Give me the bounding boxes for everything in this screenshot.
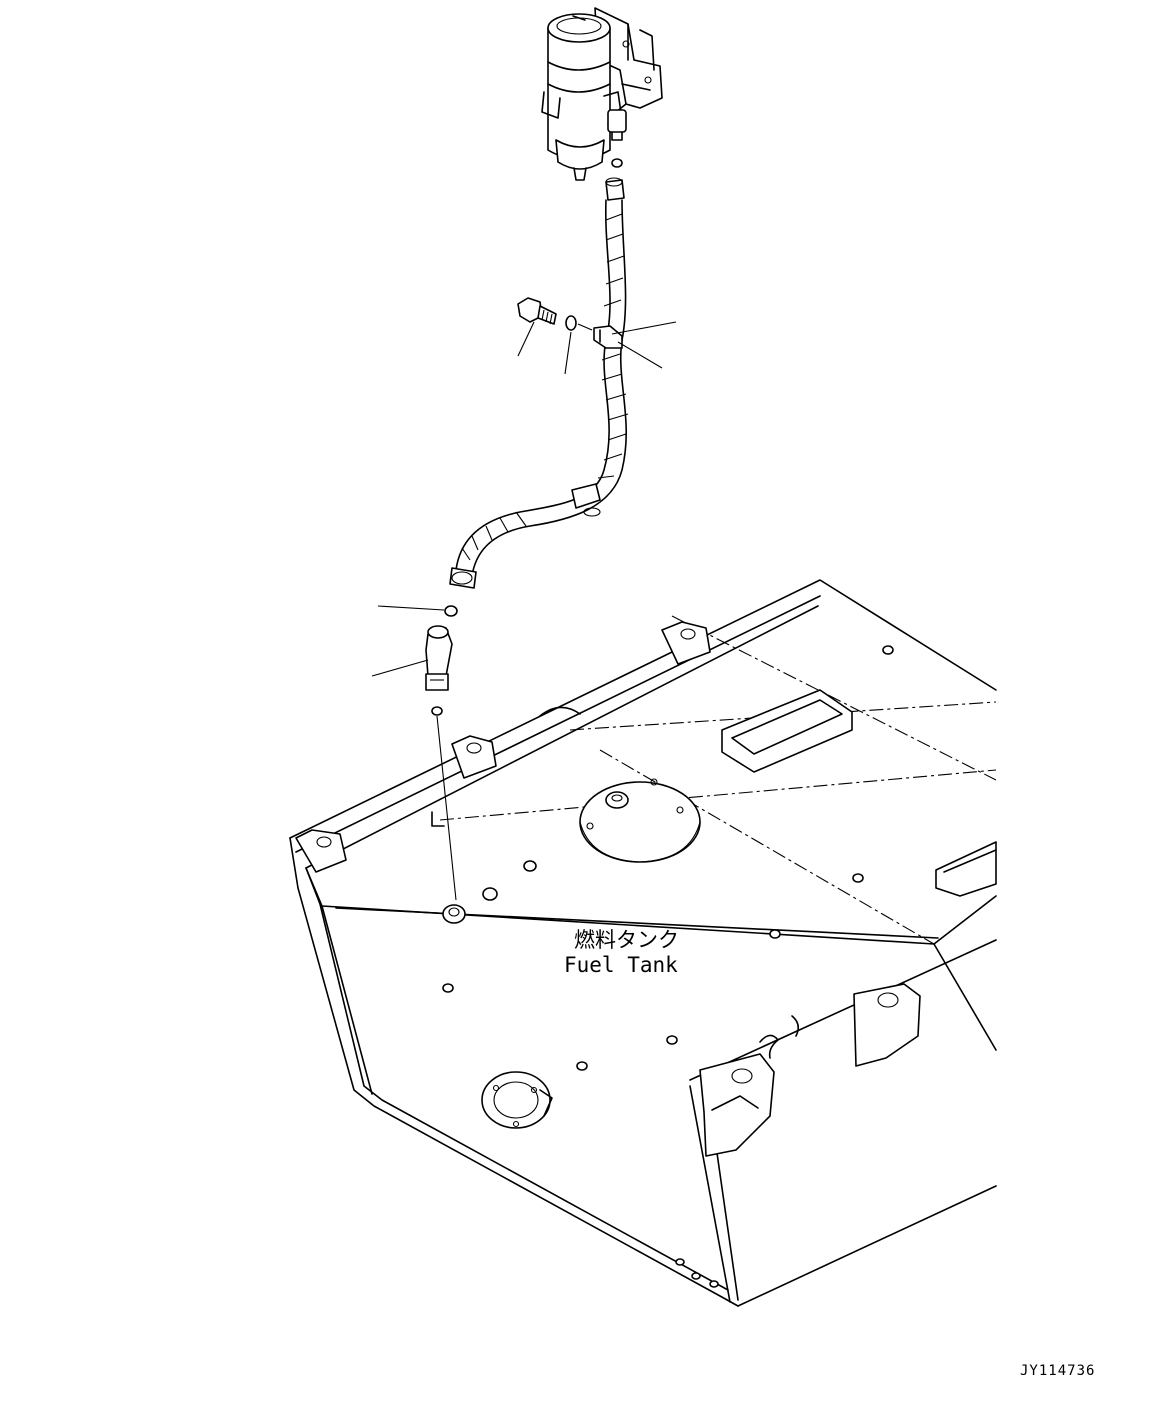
leader-line-elbow xyxy=(371,659,429,677)
drawing-code: JY114736 xyxy=(1020,1363,1095,1379)
elbow-fitting[interactable] xyxy=(425,625,453,691)
o-ring-lower[interactable] xyxy=(431,706,443,716)
washer[interactable] xyxy=(565,315,577,331)
leader-line-washer xyxy=(564,331,572,375)
leader-line-bolt xyxy=(517,321,535,357)
bolt[interactable] xyxy=(517,297,557,325)
fuel-filter[interactable] xyxy=(541,7,663,181)
hose-clamp-lower[interactable] xyxy=(571,483,601,517)
hose-clamp[interactable] xyxy=(593,325,623,349)
leader-line-clamp-1 xyxy=(611,321,677,335)
assembly-line xyxy=(436,715,457,901)
fuel-tank[interactable] xyxy=(289,579,997,1307)
leader-line-clamp-2 xyxy=(617,341,663,369)
tank-label-english: Fuel Tank xyxy=(564,953,678,977)
leader-line-o-ring xyxy=(377,605,445,611)
o-ring-upper[interactable] xyxy=(611,158,623,168)
fuel-hose[interactable] xyxy=(449,177,629,589)
tank-label-japanese: 燃料タンク xyxy=(574,928,679,952)
o-ring-middle[interactable] xyxy=(444,605,458,617)
